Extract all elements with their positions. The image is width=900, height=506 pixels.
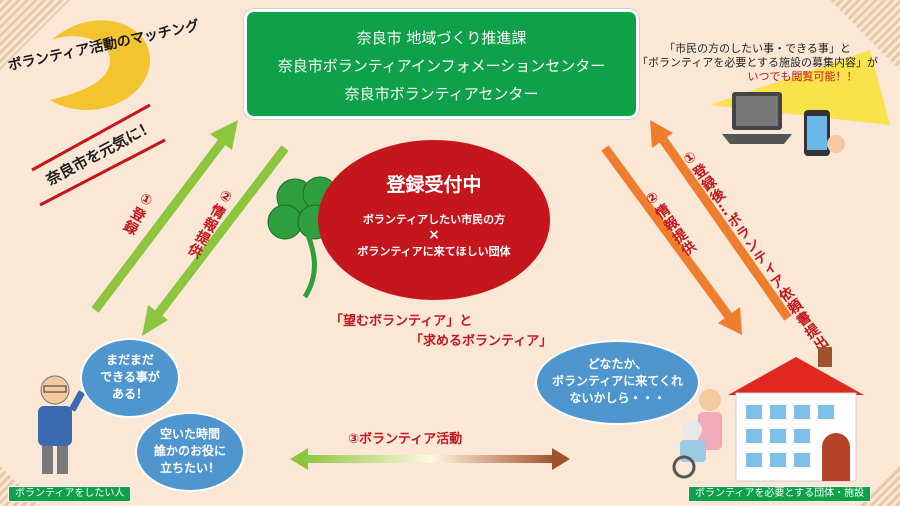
organization-box: 奈良市 地域づくり推進課 奈良市ボランティアインフォメーションセンター 奈良市ボ… xyxy=(244,9,639,119)
notice: 「市民の方のしたい事・できる事」と 「ボランティアを必要とする施設の募集内容」が… xyxy=(615,42,900,84)
tagline-line-2: 「求めるボランティア」 xyxy=(410,334,553,349)
speech-bubble-can-do: まだまだ できる事が ある！ xyxy=(80,338,180,418)
caption-facility: ボランティアを必要とする団体・施設 xyxy=(688,486,872,502)
laptop-icon xyxy=(722,92,792,144)
speech-bubble-free-time: 空いた時間 誰かのお役に 立ちたい！ xyxy=(135,412,245,492)
tagline-line-1: 「望むボランティア」と xyxy=(330,314,473,329)
organization-line-3: 奈良市ボランティアセンター xyxy=(344,85,539,103)
tagline: 「望むボランティア」と 「求めるボランティア」 xyxy=(330,312,552,352)
organization-line-1: 奈良市 地域づくり推進課 xyxy=(356,29,527,47)
care-facility-people-icon xyxy=(672,389,722,479)
volunteer-person-icon xyxy=(38,375,86,474)
registration-oval: 登録受付中 ボランティアしたい市民の方 × ボランティアに来てほしい団体 xyxy=(318,140,550,300)
caption-volunteer: ボランティアをしたい人 xyxy=(8,486,132,502)
notice-line-3: いつでも閲覧可能！！ xyxy=(747,70,858,83)
speech-bubble-request: どなたか、 ボランティアに来てくれ ないかしら・・・ xyxy=(535,340,700,425)
notice-line-2: 「ボランティアを必要とする施設の募集内容」が xyxy=(636,56,878,69)
smartphone-icon xyxy=(804,110,845,156)
notice-line-1: 「市民の方のしたい事・できる事」と xyxy=(664,42,851,55)
registration-line-2: ボランティアに来てほしい団体 xyxy=(357,245,511,258)
activity-label: ③ボランティア活動 xyxy=(348,432,463,447)
registration-title: 登録受付中 xyxy=(386,174,482,196)
registration-cross: × xyxy=(428,227,440,243)
organization-line-2: 奈良市ボランティアインフォメーションセンター xyxy=(277,57,606,75)
registration-line-1: ボランティアしたい市民の方 xyxy=(362,213,506,226)
facility-house-icon xyxy=(728,347,864,482)
